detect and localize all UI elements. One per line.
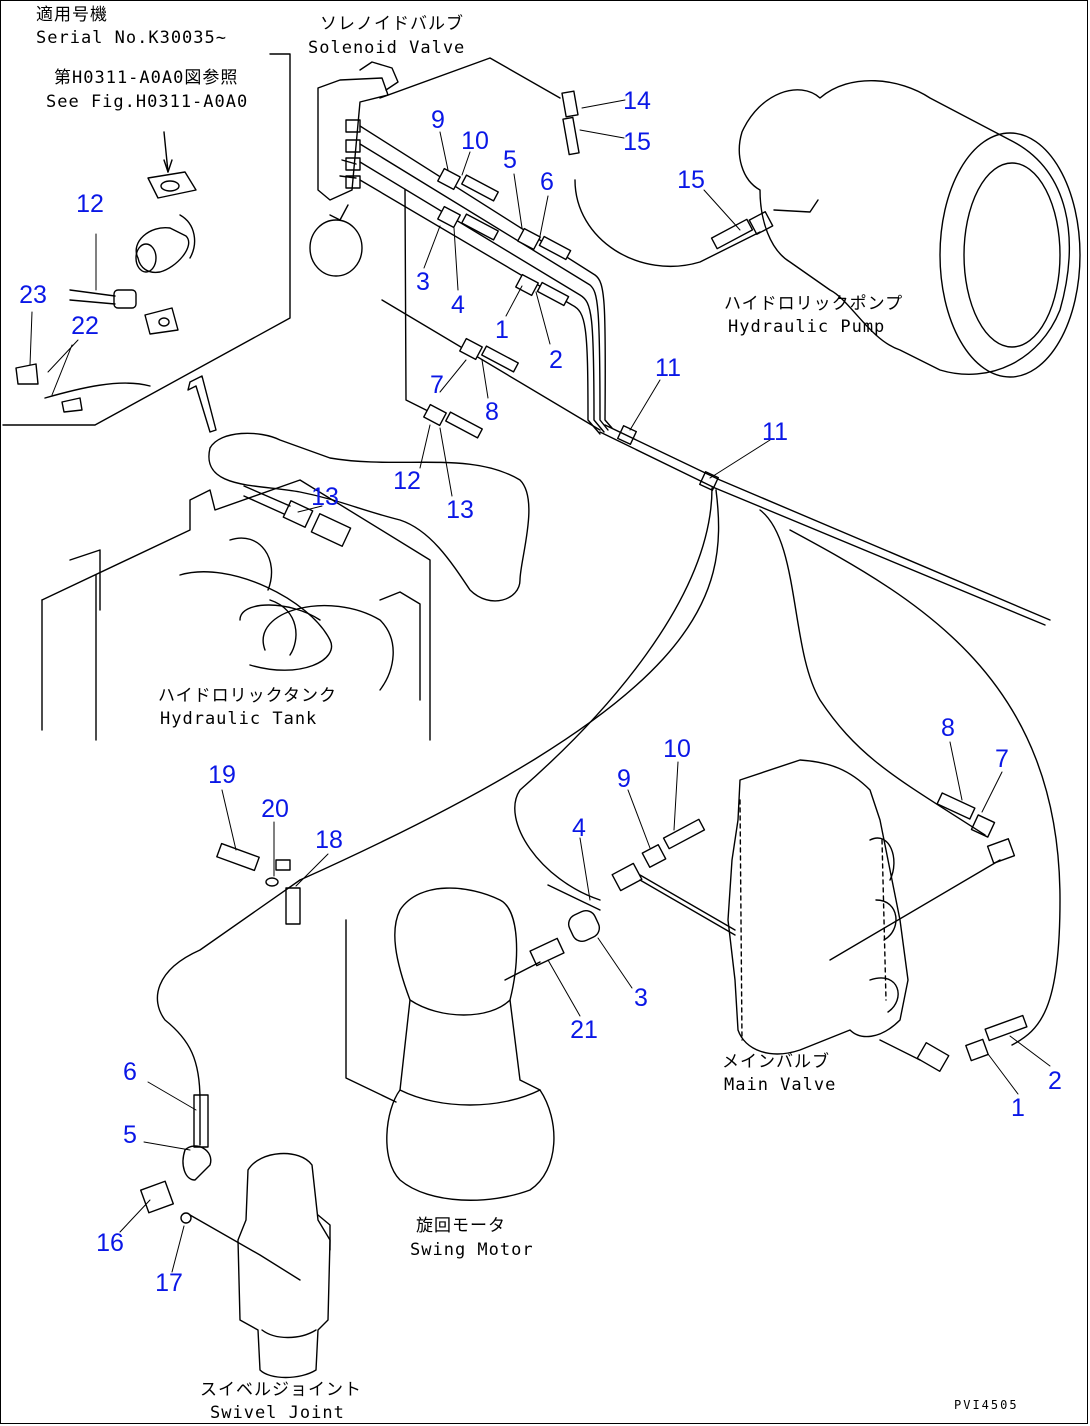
tank-label-en: Hydraulic Tank xyxy=(160,709,318,729)
pump-label-jp: ハイドロリックポンプ xyxy=(724,294,904,314)
callout-number: 6 xyxy=(540,168,554,196)
callout-number: 14 xyxy=(623,87,651,115)
swivel-label-en: Swivel Joint xyxy=(210,1403,345,1423)
serial-label-jp: 適用号機 xyxy=(36,5,108,25)
swing-motor-label-en: Swing Motor xyxy=(410,1240,534,1260)
solenoid-label-en: Solenoid Valve xyxy=(308,38,466,58)
callout-number: 11 xyxy=(762,418,788,446)
callout-number: 11 xyxy=(655,354,681,382)
callout-number: 21 xyxy=(570,1016,598,1044)
see-fig-label-en: See Fig.H0311-A0A0 xyxy=(46,92,249,112)
inset-box xyxy=(3,54,290,425)
hose-fittings xyxy=(424,91,579,438)
callout-number: 17 xyxy=(155,1269,183,1297)
callout-number: 9 xyxy=(617,765,631,793)
callout-number: 19 xyxy=(208,761,236,789)
swing-motor-drawing xyxy=(346,885,603,1200)
swivel-label-jp: スイベルジョイント xyxy=(200,1380,362,1400)
callout-number: 13 xyxy=(311,483,339,511)
callout-number: 5 xyxy=(503,146,517,174)
swivel-joint-drawing xyxy=(190,1154,330,1378)
reference-elbow-22-23 xyxy=(16,364,150,412)
solenoid-hoses xyxy=(360,58,612,434)
callout-number: 10 xyxy=(461,127,489,155)
tank-label-jp: ハイドロリックタンク xyxy=(158,686,337,706)
hydraulic-tank-drawing xyxy=(42,433,529,740)
callout-number: 7 xyxy=(430,371,444,399)
see-fig-label-jp: 第H0311-A0A0図参照 xyxy=(54,68,239,88)
swivel-hose-run xyxy=(141,844,300,1223)
callout-number: 15 xyxy=(623,128,651,156)
reference-flange xyxy=(136,132,196,272)
main-valve-label-jp: メインバルブ xyxy=(722,1052,830,1072)
figure-code: PVI4505 xyxy=(954,1398,1019,1412)
callout-number: 3 xyxy=(416,268,430,296)
callout-number: 20 xyxy=(261,795,289,823)
reference-hose-12 xyxy=(70,290,178,334)
main-valve-label-en: Main Valve xyxy=(724,1075,837,1095)
callout-number: 10 xyxy=(663,735,691,763)
callout-number: 7 xyxy=(995,745,1009,773)
callout-number: 16 xyxy=(96,1229,124,1257)
callout-number: 23 xyxy=(19,281,47,309)
callout-number: 1 xyxy=(495,316,509,344)
callout-number: 9 xyxy=(431,106,445,134)
solenoid-valve-drawing xyxy=(310,62,398,276)
callout-number: 18 xyxy=(315,826,343,854)
pump-label-en: Hydraulic Pump xyxy=(728,317,886,337)
hydraulic-pump-drawing xyxy=(575,81,1080,377)
callout-number: 1 xyxy=(1011,1094,1025,1122)
callout-number: 5 xyxy=(123,1121,137,1149)
callout-number: 4 xyxy=(451,291,465,319)
callout-number: 2 xyxy=(1048,1067,1062,1095)
callout-number: 3 xyxy=(634,984,648,1012)
callout-number: 8 xyxy=(485,398,499,426)
callout-number: 2 xyxy=(549,346,563,374)
leader-lines xyxy=(120,100,1050,1272)
swing-motor-label-jp: 旋回モータ xyxy=(416,1216,506,1236)
solenoid-label-jp: ソレノイドバルブ xyxy=(320,14,464,34)
main-valve-drawing xyxy=(612,760,1027,1071)
callout-number: 8 xyxy=(941,714,955,742)
callout-number: 15 xyxy=(677,166,705,194)
serial-label-en: Serial No.K30035~ xyxy=(36,28,227,48)
inset-arrow xyxy=(188,376,216,432)
callout-number: 12 xyxy=(76,190,104,218)
callout-number: 12 xyxy=(393,467,421,495)
callout-number: 6 xyxy=(123,1058,137,1086)
main-hose-run xyxy=(300,425,1060,1045)
callout-number: 13 xyxy=(446,496,474,524)
callout-number: 4 xyxy=(572,814,586,842)
callout-number: 22 xyxy=(71,312,99,340)
